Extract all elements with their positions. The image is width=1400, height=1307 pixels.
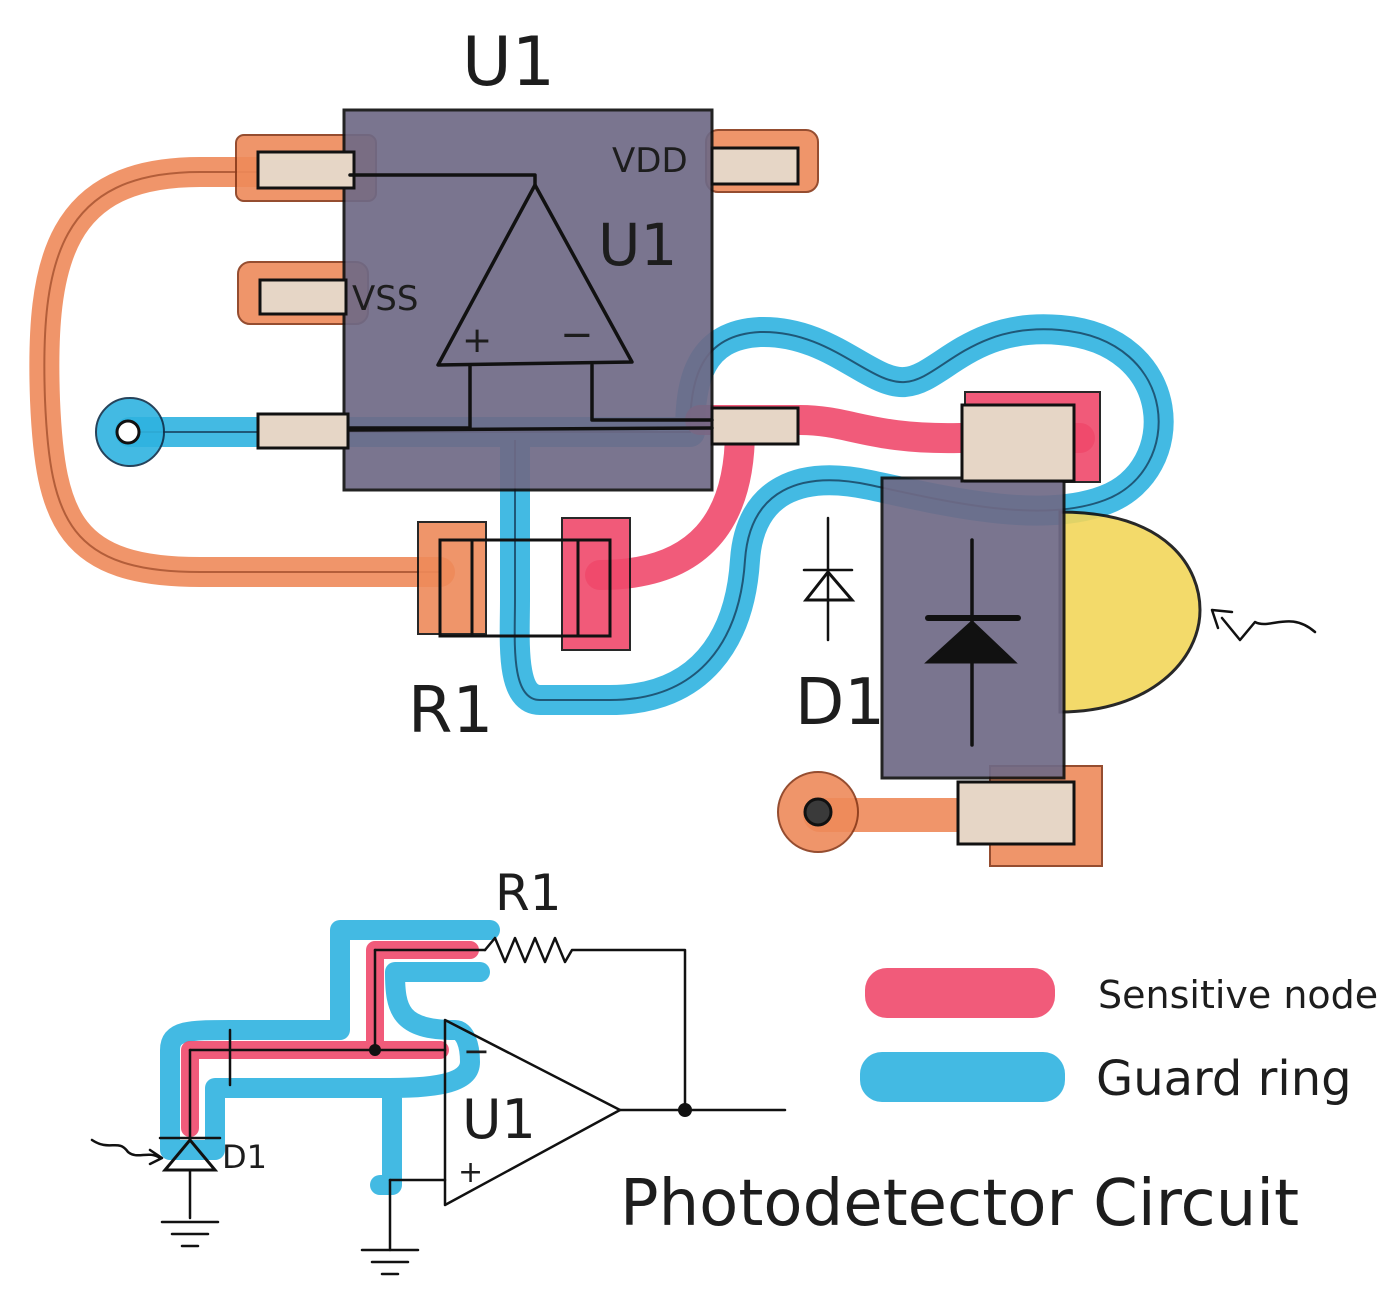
schematic-guard-highlight — [160, 920, 500, 1195]
pcb-label-d1: D1 — [795, 666, 885, 740]
u1-opamp-triangle — [436, 183, 634, 367]
light-arrow-icon — [1210, 608, 1317, 642]
u1-pin-land-2 — [258, 278, 348, 316]
schematic-label-d1: D1 — [222, 1138, 267, 1176]
sensitive-node-trace — [585, 405, 1095, 590]
schematic-label-r1: R1 — [495, 864, 562, 922]
schematic-d1-photodiode — [90, 1136, 222, 1248]
schematic-plus-sign: + — [458, 1155, 483, 1190]
d1-pin-land-top — [960, 403, 1076, 483]
u1-pin-land-1 — [256, 150, 356, 190]
d1-pin-land-bottom — [956, 780, 1076, 846]
d1-diode-symbol — [924, 538, 1021, 747]
legend-swatch-sensitive — [865, 968, 1055, 1018]
pcb-chip-label-u1: U1 — [598, 211, 677, 279]
r1-body — [438, 538, 612, 638]
schematic-junction-1 — [369, 1044, 381, 1056]
pcb-pin-vdd-label: VDD — [612, 141, 688, 181]
u1-pin-land-3 — [256, 412, 350, 450]
pcb-layout: U1 U1 VDD VSS + − R1 D1 — [29, 23, 1317, 867]
pcb-opamp-plus: + — [462, 320, 492, 361]
pcb-title-u1: U1 — [462, 23, 555, 102]
u1-pin-land-4 — [710, 406, 800, 446]
pcb-label-r1: R1 — [408, 674, 493, 748]
sensitive-pad-r1-right — [561, 517, 631, 651]
schematic-r1-resistor — [483, 936, 687, 1112]
schematic-minus-sign: − — [463, 1032, 490, 1070]
schematic-label-u1: U1 — [462, 1088, 536, 1151]
legend: Sensitive node Guard ring — [860, 968, 1378, 1107]
pcb-opamp-minus: − — [560, 312, 594, 358]
legend-label-guard: Guard ring — [1096, 1051, 1352, 1107]
u1-pin-land-vdd — [710, 146, 800, 186]
schematic-caption: Photodetector Circuit — [620, 1167, 1299, 1241]
legend-label-sensitive: Sensitive node — [1098, 973, 1378, 1017]
schematic-u1-opamp — [443, 1018, 622, 1207]
pcb-pin-vss-label: VSS — [352, 279, 418, 319]
legend-swatch-guard — [860, 1052, 1065, 1102]
schematic-light-arrow-icon — [90, 1138, 164, 1166]
d1-lens — [1058, 510, 1202, 714]
d1-small-diode-symbol — [802, 516, 856, 642]
schematic: R1 U1 D1 − + Photodetector Circuit — [90, 864, 1299, 1276]
